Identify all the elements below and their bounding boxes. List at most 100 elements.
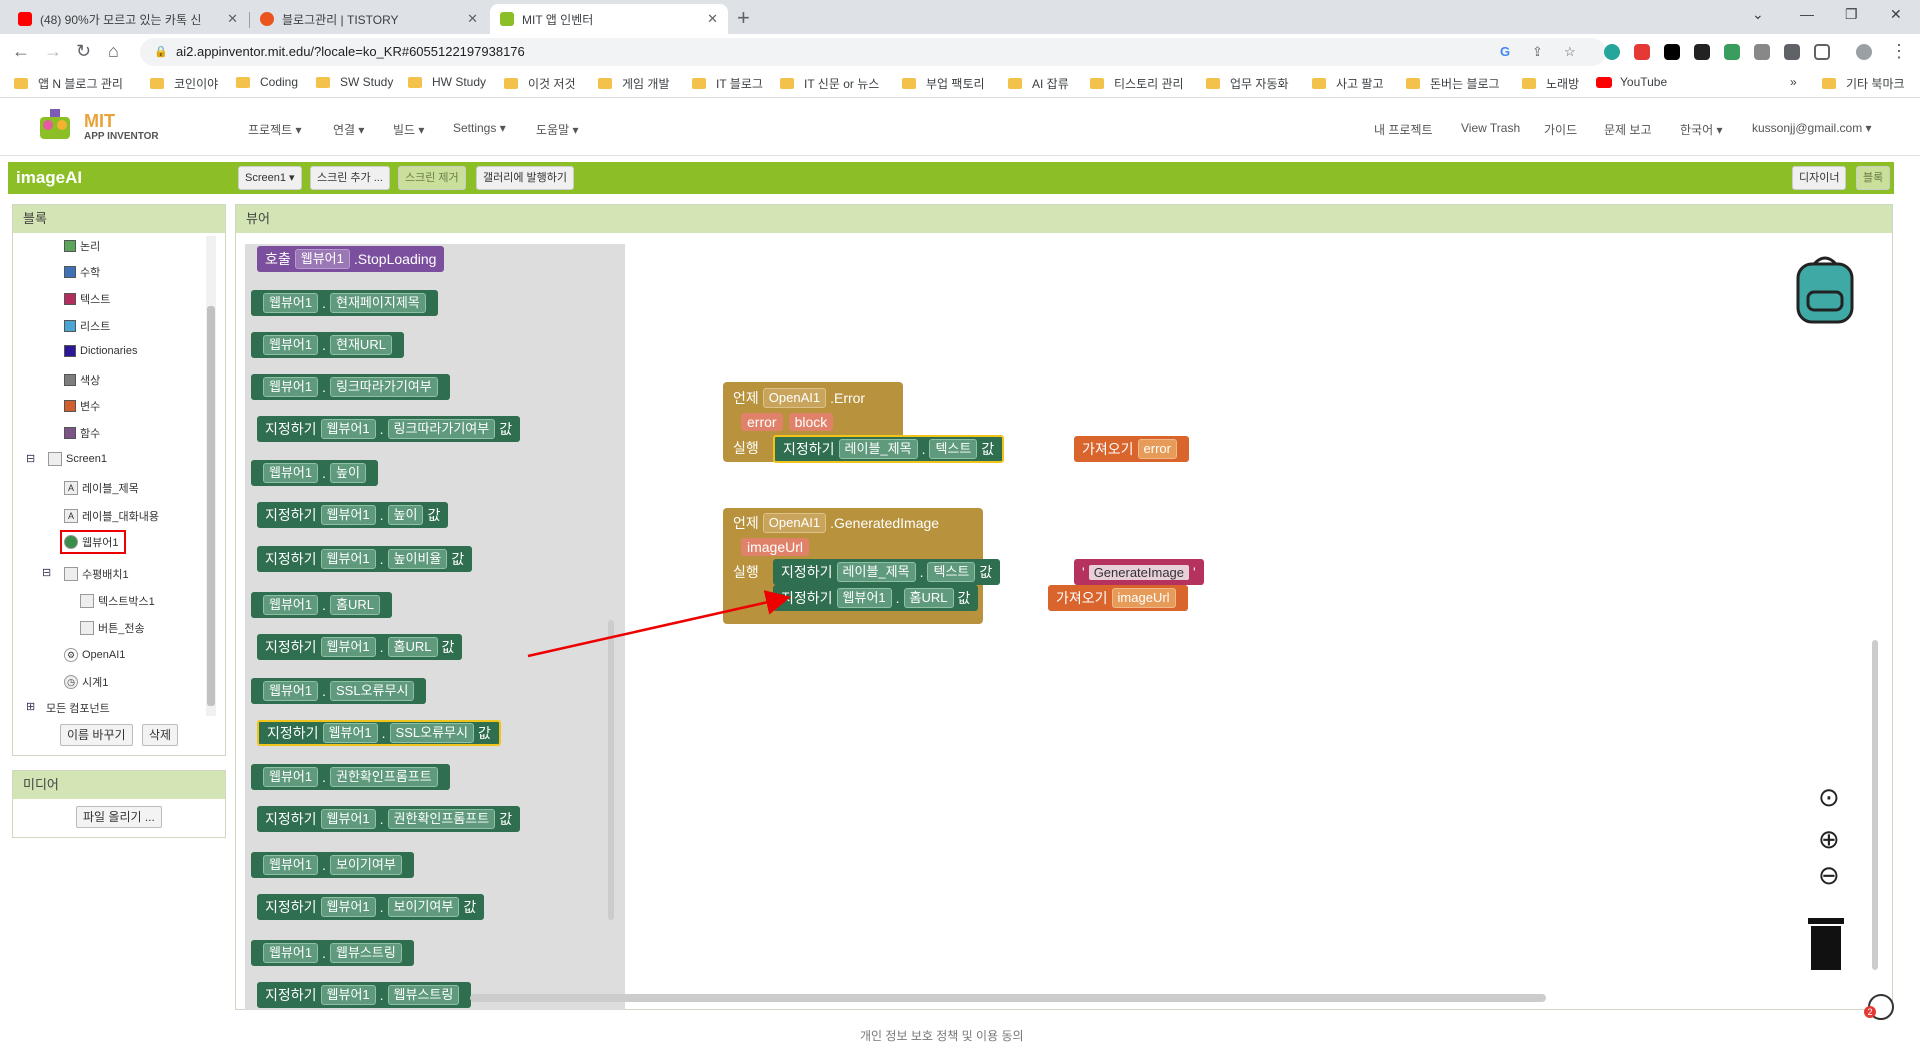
extension-icon[interactable] bbox=[1664, 44, 1680, 60]
block-get-followlinks[interactable]: 웹뷰어1.링크따라가기여부 bbox=[251, 374, 450, 400]
param-block[interactable]: block bbox=[788, 413, 834, 431]
builtin-math[interactable]: 수학 bbox=[64, 264, 100, 280]
block-get-visible[interactable]: 웹뷰어1.보이기여부 bbox=[251, 852, 414, 878]
block-get-error[interactable]: 가져오기 error bbox=[1074, 436, 1189, 462]
param-error[interactable]: error bbox=[741, 413, 783, 431]
tree-hbox[interactable]: 수평배치1 bbox=[64, 566, 129, 582]
zoom-out-icon[interactable]: ⊖ bbox=[1818, 860, 1840, 890]
menu-settings[interactable]: Settings ▾ bbox=[453, 121, 506, 135]
delete-button[interactable]: 삭제 bbox=[142, 724, 179, 746]
block-text-string[interactable]: ' GenerateImage ' bbox=[1074, 559, 1204, 585]
minimize-icon[interactable]: — bbox=[1800, 6, 1814, 22]
bookmark-folder[interactable]: 노래방 bbox=[1522, 75, 1579, 92]
browser-tab-tistory[interactable]: 블로그관리 | TISTORY ✕ bbox=[250, 4, 488, 34]
notification-bubble-icon[interactable]: 2 bbox=[1864, 994, 1894, 1020]
menu-guide[interactable]: 가이드 bbox=[1544, 123, 1578, 137]
restore-icon[interactable]: ❐ bbox=[1845, 6, 1858, 22]
browser-menu-icon[interactable]: ⋮ bbox=[1890, 41, 1908, 61]
block-get-homeurl[interactable]: 웹뷰어1.홈URL bbox=[251, 592, 392, 618]
bookmark-folder[interactable]: 부업 팩토리 bbox=[902, 75, 985, 92]
zoom-in-icon[interactable]: ⊕ bbox=[1818, 824, 1840, 854]
footer-privacy[interactable]: 개인 정보 보호 정책 및 이용 동의 bbox=[860, 1029, 1024, 1043]
share-icon[interactable]: ⇪ bbox=[1532, 44, 1543, 59]
bookmark-folder[interactable]: 이것 저것 bbox=[504, 75, 576, 92]
bookmark-folder[interactable]: IT 블로그 bbox=[692, 75, 763, 92]
remove-screen-button[interactable]: 스크린 제거 bbox=[398, 166, 466, 190]
google-icon[interactable]: G bbox=[1500, 44, 1511, 59]
home-icon[interactable]: ⌂ bbox=[108, 41, 119, 61]
close-window-icon[interactable]: ✕ bbox=[1890, 6, 1902, 22]
block-get-url[interactable]: 웹뷰어1.현재URL bbox=[251, 332, 404, 358]
builtin-logic[interactable]: 논리 bbox=[64, 238, 100, 254]
builtin-dictionaries[interactable]: Dictionaries bbox=[64, 345, 137, 357]
tab-close-icon[interactable]: ✕ bbox=[467, 11, 478, 26]
scrollbar-thumb[interactable] bbox=[608, 620, 614, 920]
builtin-procedures[interactable]: 함수 bbox=[64, 425, 100, 441]
bookmark-folder[interactable]: 사고 팔고 bbox=[1312, 75, 1384, 92]
tree-button-send[interactable]: 버튼_전송 bbox=[80, 620, 145, 636]
extension-icon[interactable] bbox=[1694, 44, 1710, 60]
other-bookmarks[interactable]: 기타 북마크 bbox=[1822, 75, 1905, 92]
bookmark-folder[interactable]: 게임 개발 bbox=[598, 75, 670, 92]
scrollbar-thumb[interactable] bbox=[207, 306, 215, 706]
forward-icon[interactable]: → bbox=[44, 41, 62, 61]
bookmark-star-icon[interactable]: ☆ bbox=[1564, 44, 1576, 59]
block-get-imageurl[interactable]: 가져오기 imageUrl bbox=[1048, 585, 1188, 611]
profile-avatar[interactable] bbox=[1856, 44, 1872, 60]
builtin-variables[interactable]: 변수 bbox=[64, 398, 100, 414]
component-dropdown[interactable]: OpenAI1 bbox=[762, 388, 827, 408]
menu-build[interactable]: 빌드 ▾ bbox=[393, 123, 425, 137]
extension-icon[interactable] bbox=[1604, 44, 1620, 60]
tree-clock[interactable]: ◷시계1 bbox=[64, 674, 108, 690]
reload-icon[interactable]: ↻ bbox=[76, 41, 92, 61]
menu-help[interactable]: 도움말 ▾ bbox=[536, 123, 579, 137]
trash-icon[interactable] bbox=[1806, 916, 1846, 972]
bookmark-folder[interactable]: 코인이야 bbox=[150, 75, 218, 92]
tree-openai[interactable]: ⚙OpenAI1 bbox=[64, 648, 125, 662]
bookmark-folder[interactable]: AI 잡류 bbox=[1008, 75, 1069, 92]
scrollbar-thumb[interactable] bbox=[1872, 640, 1878, 970]
menu-project[interactable]: 프로젝트 ▾ bbox=[248, 123, 302, 137]
param-imageurl[interactable]: imageUrl bbox=[741, 538, 810, 556]
block-get-height[interactable]: 웹뷰어1.높이 bbox=[251, 460, 378, 486]
screen-select[interactable]: Screen1 ▾ bbox=[238, 166, 302, 190]
component-dropdown[interactable]: 웹뷰어1 bbox=[294, 249, 350, 269]
bookmark-folder[interactable]: IT 신문 or 뉴스 bbox=[780, 75, 879, 92]
tab-search-icon[interactable]: ⌄ bbox=[1752, 6, 1764, 22]
blocks-tree-scrollbar[interactable] bbox=[206, 236, 216, 716]
new-tab-icon[interactable]: + bbox=[737, 5, 750, 30]
block-get-promptpermission[interactable]: 웹뷰어1.권한확인프롬프트 bbox=[251, 764, 450, 790]
menu-my-projects[interactable]: 내 프로젝트 bbox=[1374, 123, 1433, 137]
publish-gallery-button[interactable]: 갤러리에 발행하기 bbox=[476, 166, 575, 190]
sidepanel-icon[interactable] bbox=[1814, 44, 1830, 60]
builtin-colors[interactable]: 색상 bbox=[64, 372, 100, 388]
bookmark-folder[interactable]: 앱 N 블로그 관리 bbox=[14, 75, 123, 92]
browser-tab-appinventor[interactable]: MIT 앱 인벤터 ✕ bbox=[490, 4, 728, 34]
menu-view-trash[interactable]: View Trash bbox=[1461, 121, 1521, 135]
extension-icon[interactable] bbox=[1754, 44, 1770, 60]
menu-connect[interactable]: 연결 ▾ bbox=[333, 123, 365, 137]
bookmark-folder[interactable]: Coding bbox=[236, 75, 298, 89]
bookmark-folder[interactable]: HW Study bbox=[408, 75, 486, 89]
add-screen-button[interactable]: 스크린 추가 ... bbox=[310, 166, 390, 190]
builtin-lists[interactable]: 리스트 bbox=[64, 318, 110, 334]
browser-tab-youtube[interactable]: (48) 90%가 모르고 있는 카톡 신 ✕ bbox=[8, 4, 248, 34]
builtin-text[interactable]: 텍스트 bbox=[64, 291, 110, 307]
block-set-webviewer-homeurl[interactable]: 지정하기 웹뷰어1 . 홈URL 값 bbox=[773, 585, 979, 611]
back-icon[interactable]: ← bbox=[12, 41, 30, 61]
extension-icon[interactable] bbox=[1724, 44, 1740, 60]
menu-language[interactable]: 한국어 ▾ bbox=[1680, 123, 1723, 137]
upload-file-button[interactable]: 파일 올리기 ... bbox=[76, 806, 162, 828]
recenter-icon[interactable]: ⊙ bbox=[1818, 782, 1840, 812]
blocks-button[interactable]: 블록 bbox=[1856, 166, 1891, 190]
bookmark-folder[interactable]: 티스토리 관리 bbox=[1090, 75, 1184, 92]
bookmark-folder[interactable]: 돈버는 블로그 bbox=[1406, 75, 1500, 92]
